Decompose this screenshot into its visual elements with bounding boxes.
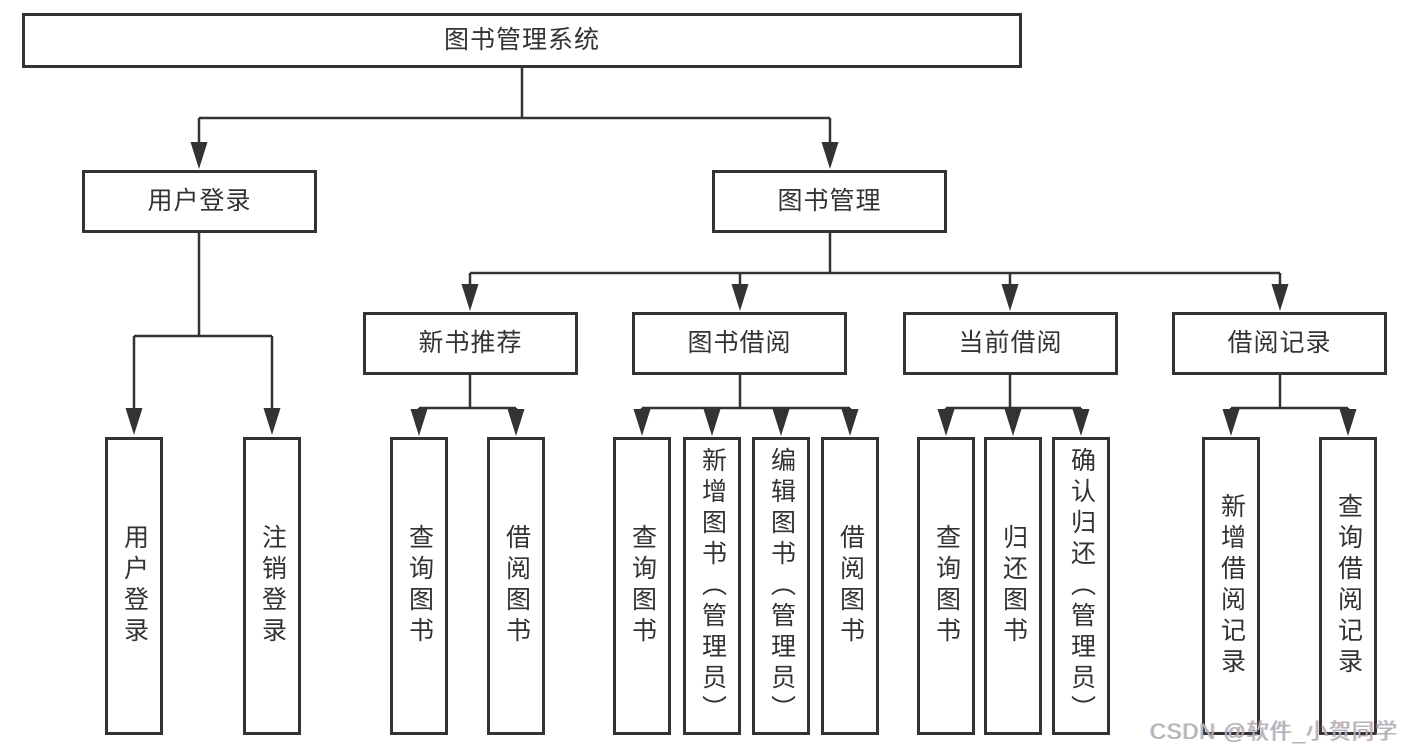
leaf-logout: 注销登录 (243, 437, 301, 735)
node-new-book-recommend-label: 新书推荐 (418, 329, 523, 357)
node-new-book-recommend: 新书推荐 (363, 312, 578, 375)
leaf-borrow-books-2: 借阅图书 (821, 437, 879, 735)
arrowhead-icons (125, 142, 1357, 436)
leaf-borrow-books-1: 借阅图书 (487, 437, 545, 735)
leaf-borrow-books-1-label: 借阅图书 (502, 524, 531, 648)
leaf-query-books-2: 查询图书 (613, 437, 671, 735)
leaf-edit-book-admin-label: 编辑图书（管理员） (767, 446, 796, 726)
node-borrow-records-label: 借阅记录 (1227, 329, 1332, 357)
node-current-borrow-label: 当前借阅 (958, 329, 1063, 357)
leaf-return-book-label: 归还图书 (999, 524, 1028, 648)
leaf-query-borrow-record-label: 查询借阅记录 (1334, 493, 1363, 679)
node-book-borrow-label: 图书借阅 (687, 329, 792, 357)
leaf-query-books-2-label: 查询图书 (628, 524, 657, 648)
leaf-add-borrow-record: 新增借阅记录 (1202, 437, 1260, 735)
node-book-management: 图书管理 (712, 170, 947, 233)
node-user-login: 用户登录 (82, 170, 317, 233)
leaf-add-book-admin-label: 新增图书（管理员） (698, 446, 727, 726)
watermark-text: CSDN @软件_小贺同学 (1149, 719, 1398, 744)
leaf-borrow-books-2-label: 借阅图书 (836, 524, 865, 648)
leaf-query-books-3-label: 查询图书 (932, 524, 961, 648)
leaf-query-borrow-record: 查询借阅记录 (1319, 437, 1377, 735)
node-borrow-records: 借阅记录 (1172, 312, 1387, 375)
leaf-confirm-return-admin-label: 确认归还（管理员） (1067, 446, 1096, 726)
leaf-query-books-1-label: 查询图书 (405, 524, 434, 648)
node-book-management-label: 图书管理 (777, 187, 882, 215)
leaf-user-login: 用户登录 (105, 437, 163, 735)
node-root: 图书管理系统 (22, 13, 1022, 68)
leaf-user-login-label: 用户登录 (120, 524, 149, 648)
leaf-return-book: 归还图书 (984, 437, 1042, 735)
leaf-add-book-admin: 新增图书（管理员） (683, 437, 741, 735)
node-root-label: 图书管理系统 (443, 26, 600, 54)
node-current-borrow: 当前借阅 (903, 312, 1118, 375)
leaf-edit-book-admin: 编辑图书（管理员） (752, 437, 810, 735)
leaf-add-borrow-record-label: 新增借阅记录 (1217, 493, 1246, 679)
leaf-query-books-3: 查询图书 (917, 437, 975, 735)
leaf-logout-label: 注销登录 (258, 524, 287, 648)
leaf-confirm-return-admin: 确认归还（管理员） (1052, 437, 1110, 735)
node-user-login-label: 用户登录 (147, 187, 252, 215)
node-book-borrow: 图书借阅 (632, 312, 847, 375)
leaf-query-books-1: 查询图书 (390, 437, 448, 735)
